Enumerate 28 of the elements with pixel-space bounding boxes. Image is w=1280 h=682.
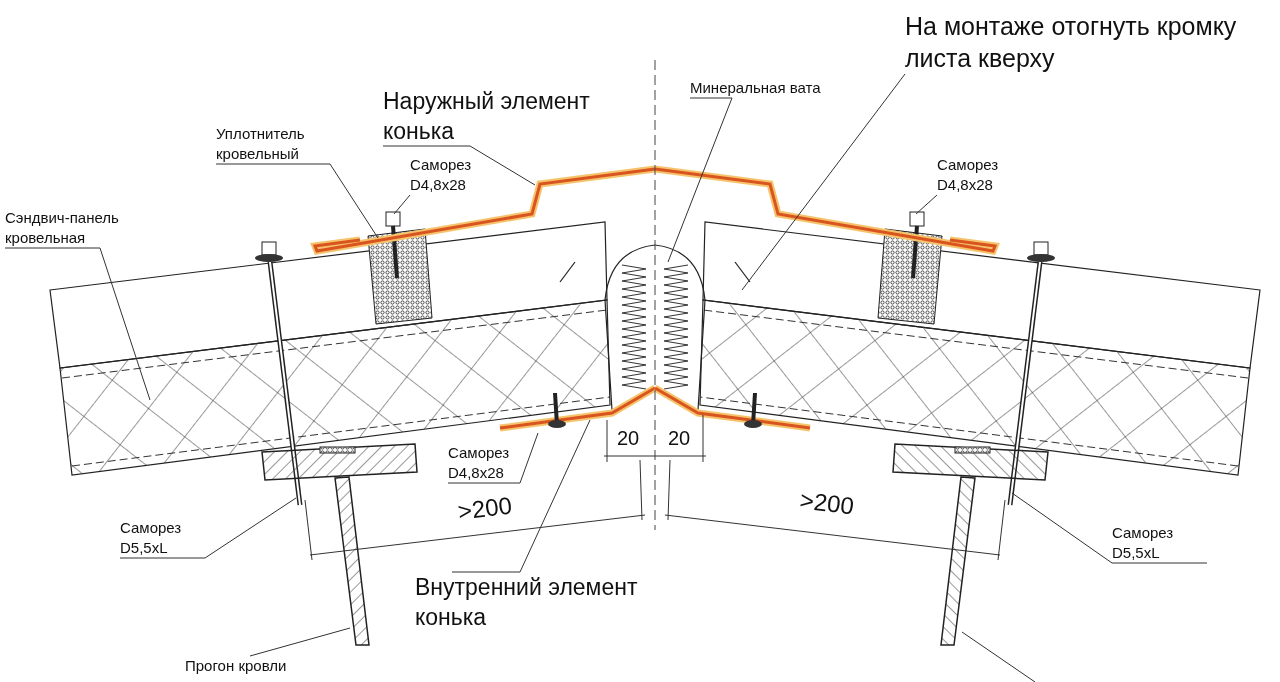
leader-line — [447, 432, 539, 484]
dimension-value: >200 — [798, 488, 856, 519]
leader-line — [119, 497, 297, 559]
leader-line — [4, 247, 151, 401]
callout-label: На монтаже отогнуть кромку листа кверху — [905, 10, 1245, 74]
callout-label: Уплотнитель кровельный — [216, 124, 341, 164]
callout-label: Минеральная вата — [690, 78, 865, 98]
callout-label: Саморез D5,5xL — [1112, 523, 1207, 563]
leader-line — [215, 163, 379, 239]
leader-line — [667, 97, 733, 263]
leader-line — [915, 194, 938, 215]
callout-label: Наружный элемент конька — [383, 86, 633, 146]
callout-label: Саморез D4,8x28 — [448, 443, 543, 483]
callout-label: Прогон кровли — [185, 656, 300, 676]
leader-line — [741, 73, 906, 291]
dimension-value: >200 — [456, 493, 514, 524]
leader-line — [249, 627, 351, 657]
leader-line — [451, 419, 591, 573]
leader-line — [393, 194, 411, 215]
leader-line — [1011, 492, 1208, 564]
callout-label: Саморез D4,8x28 — [410, 155, 505, 195]
callout-label: Внутренний элемент конька — [415, 572, 685, 632]
callout-label: Сэндвич-панель кровельная — [5, 208, 165, 248]
callout-label: Саморез D5,5xL — [120, 518, 215, 558]
leader-line — [382, 145, 536, 186]
dimension-value: 20 — [617, 428, 640, 448]
callout-label: Саморез D4,8x28 — [937, 155, 1032, 195]
dimension-value: 20 — [668, 428, 691, 448]
